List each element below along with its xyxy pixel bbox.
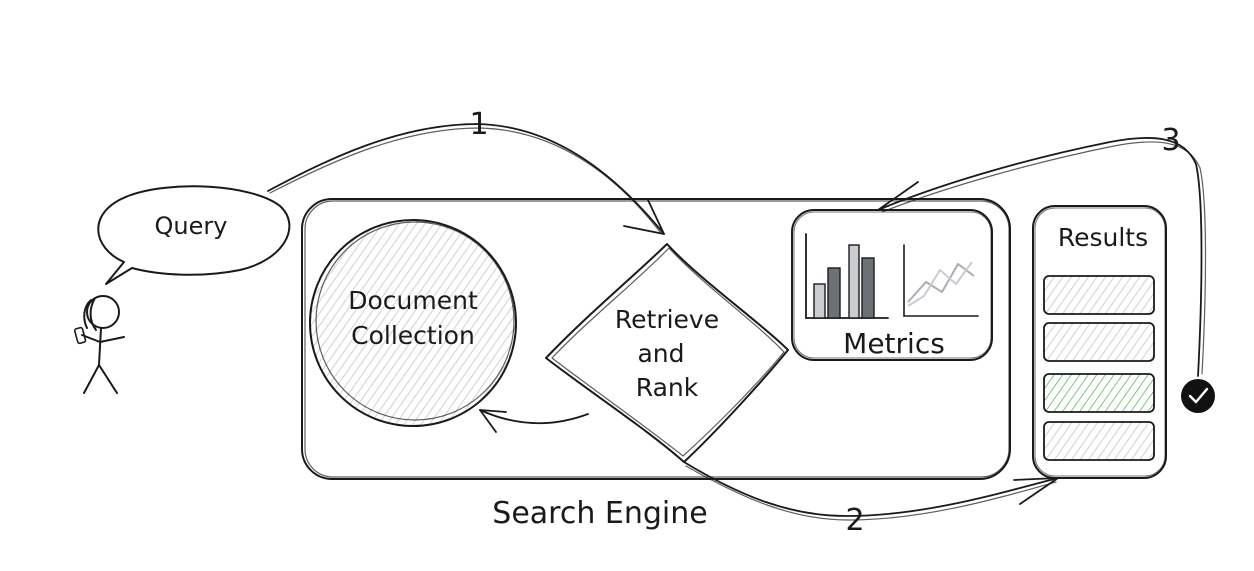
results-label: Results — [1058, 223, 1148, 252]
results-panel — [1032, 205, 1167, 479]
search-engine-box — [301, 198, 1011, 480]
arrow-to-document-collection — [479, 409, 589, 433]
arrow-step-3 — [877, 137, 1207, 377]
step-2-label: 2 — [845, 503, 864, 538]
metrics-bar-chart-icon — [805, 233, 889, 319]
retrieve-rank-label-line2: and — [637, 339, 684, 368]
check-circle-icon — [1181, 379, 1215, 413]
metrics-line-chart-icon — [903, 244, 979, 317]
query-bubble — [97, 185, 291, 285]
result-item — [1043, 322, 1155, 362]
document-collection-label-line2: Collection — [351, 321, 475, 350]
results-list — [1043, 275, 1155, 461]
retrieve-rank-label-line1: Retrieve — [615, 305, 719, 334]
step-3-label: 3 — [1161, 123, 1180, 158]
metrics-label: Metrics — [843, 327, 945, 360]
arrow-step-1 — [267, 123, 665, 235]
query-label: Query — [155, 212, 228, 240]
retrieve-rank-label-line3: Rank — [636, 373, 699, 402]
result-item-highlighted — [1043, 373, 1155, 413]
step-1-label: 1 — [469, 107, 488, 142]
search-engine-label: Search Engine — [492, 496, 707, 531]
arrow-step-2 — [683, 461, 1059, 521]
document-collection-node — [309, 219, 517, 427]
document-collection-label-line1: Document — [348, 286, 478, 315]
user-figure-icon — [73, 295, 125, 394]
result-item — [1043, 275, 1155, 315]
result-item — [1043, 421, 1155, 461]
